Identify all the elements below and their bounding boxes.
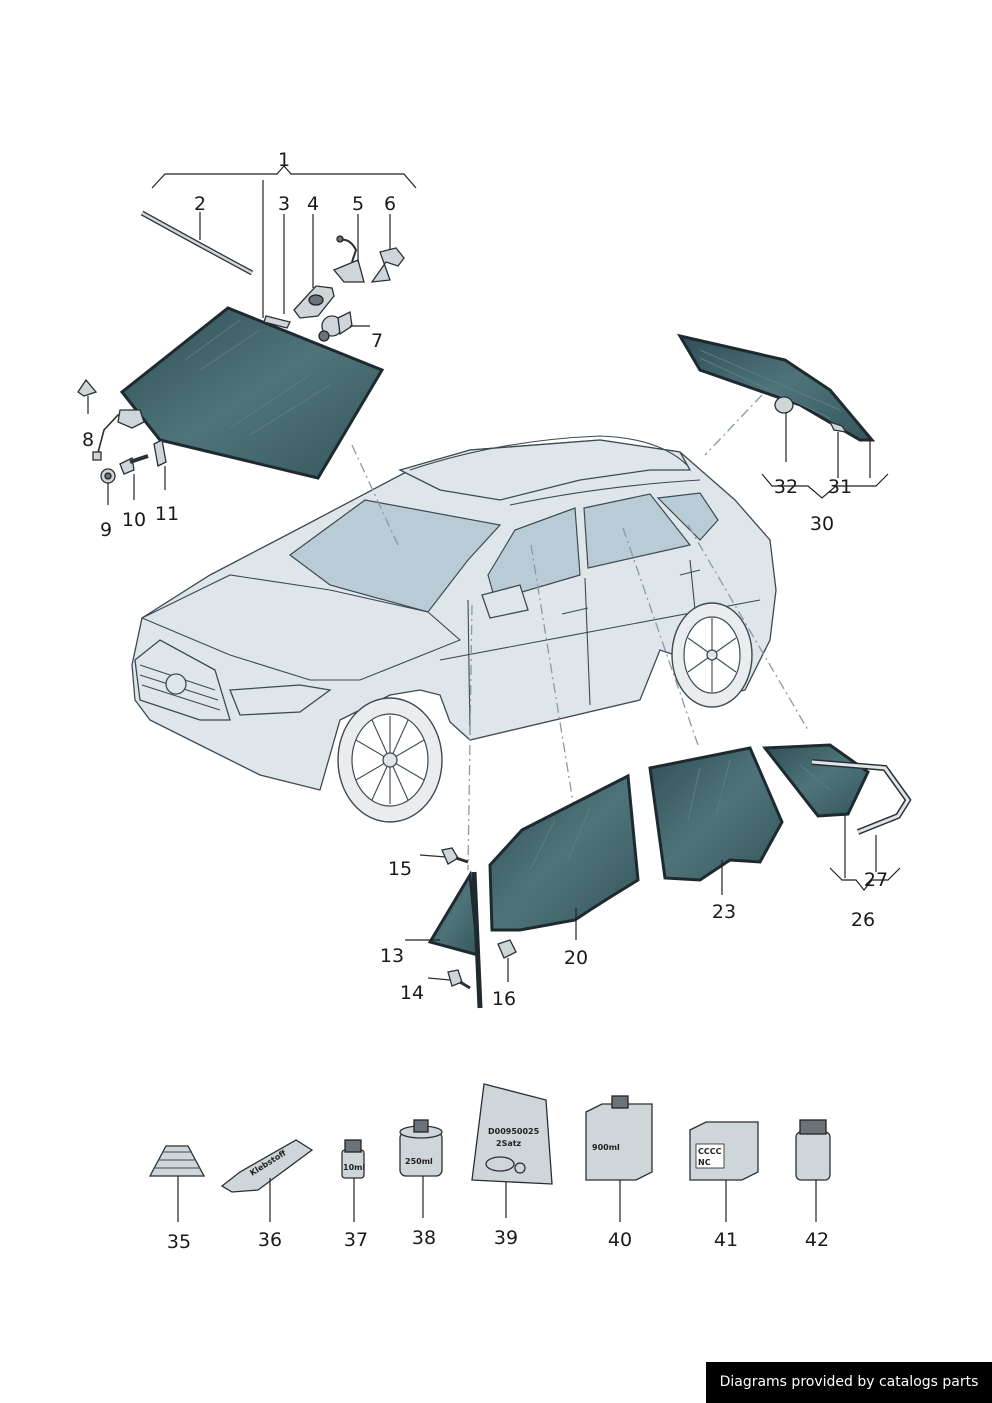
part-4-mirror-mount [293,214,335,319]
part-38-can: 250ml [399,1119,443,1218]
cube-label-line2: NC [698,1158,711,1167]
callout-32: 32 [774,476,798,498]
callout-15: 15 [388,858,412,880]
assembly-leader-lines [351,394,809,871]
bottle-label: 10ml [343,1163,365,1172]
part-10-bolt [119,454,149,500]
part-36-adhesive-tube: Klebstoff [220,1139,314,1222]
front-door-glass [488,773,640,940]
callout-6: 6 [384,193,396,215]
callout-9: 9 [100,519,112,541]
callout-8: 8 [82,429,94,451]
callout-40: 40 [608,1229,632,1251]
callout-30: 30 [810,513,834,535]
callout-11: 11 [155,503,179,525]
rear-door-glass [648,746,784,895]
quarter-glass [762,743,870,818]
part-35-cone-seal [148,1145,206,1222]
callout-37: 37 [344,1229,368,1251]
part-3-pad [263,214,291,329]
callout-26: 26 [851,909,875,931]
part-39-bag: D00950025 2Satz [471,1083,553,1218]
callout-42: 42 [805,1229,829,1251]
cube-label-line1: CCCC [698,1147,722,1156]
callout-35: 35 [167,1231,191,1253]
callout-14: 14 [400,982,424,1004]
part-2-trim-strip [140,210,254,276]
can-label: 250ml [405,1157,433,1166]
part-41-cube: CCCC NC [689,1121,759,1222]
part-14-screw [427,969,471,990]
callout-4: 4 [307,193,319,215]
part-7-sensor [318,311,370,342]
vehicle-body [131,435,777,823]
part-40-box: 900ml [585,1095,653,1222]
bag-label-line2: 2Satz [496,1139,522,1148]
callout-39: 39 [494,1227,518,1249]
part-37-bottle: 10ml [341,1139,365,1222]
callout-27: 27 [864,869,888,891]
part-13-triangle-glass [405,870,483,1009]
bag-label-line1: D00950025 [488,1127,540,1136]
part-9-grommet [100,468,116,505]
part-6-bracket [370,214,405,283]
callout-36: 36 [258,1229,282,1251]
part-5-sensor-cover [332,214,365,283]
callout-31: 31 [828,476,852,498]
bracket-26 [829,815,901,891]
callout-13: 13 [380,945,404,967]
box-label: 900ml [592,1143,620,1152]
callout-10: 10 [122,509,146,531]
callout-38: 38 [412,1227,436,1249]
bracket-1 [151,165,417,189]
part-42-jar [795,1119,831,1222]
callout-16: 16 [492,988,516,1010]
callout-labels: 1 2 3 4 5 6 7 8 9 10 11 13 14 15 16 20 2… [82,149,888,1253]
callout-2: 2 [194,193,206,215]
part-8-clip [77,378,145,461]
callout-20: 20 [564,947,588,969]
callout-3: 3 [278,193,290,215]
callout-23: 23 [712,901,736,923]
part-16-clip [497,939,517,982]
rear-window-glass [676,333,889,499]
callout-7: 7 [371,330,383,352]
footer-credit: Diagrams provided by catalogs parts [706,1362,992,1403]
part-11-block [153,439,167,490]
callout-5: 5 [352,193,364,215]
part-27-seal [811,759,912,872]
windshield-glass [119,180,385,480]
part-15-screw [419,847,469,865]
callout-41: 41 [714,1229,738,1251]
callout-1: 1 [278,149,290,171]
